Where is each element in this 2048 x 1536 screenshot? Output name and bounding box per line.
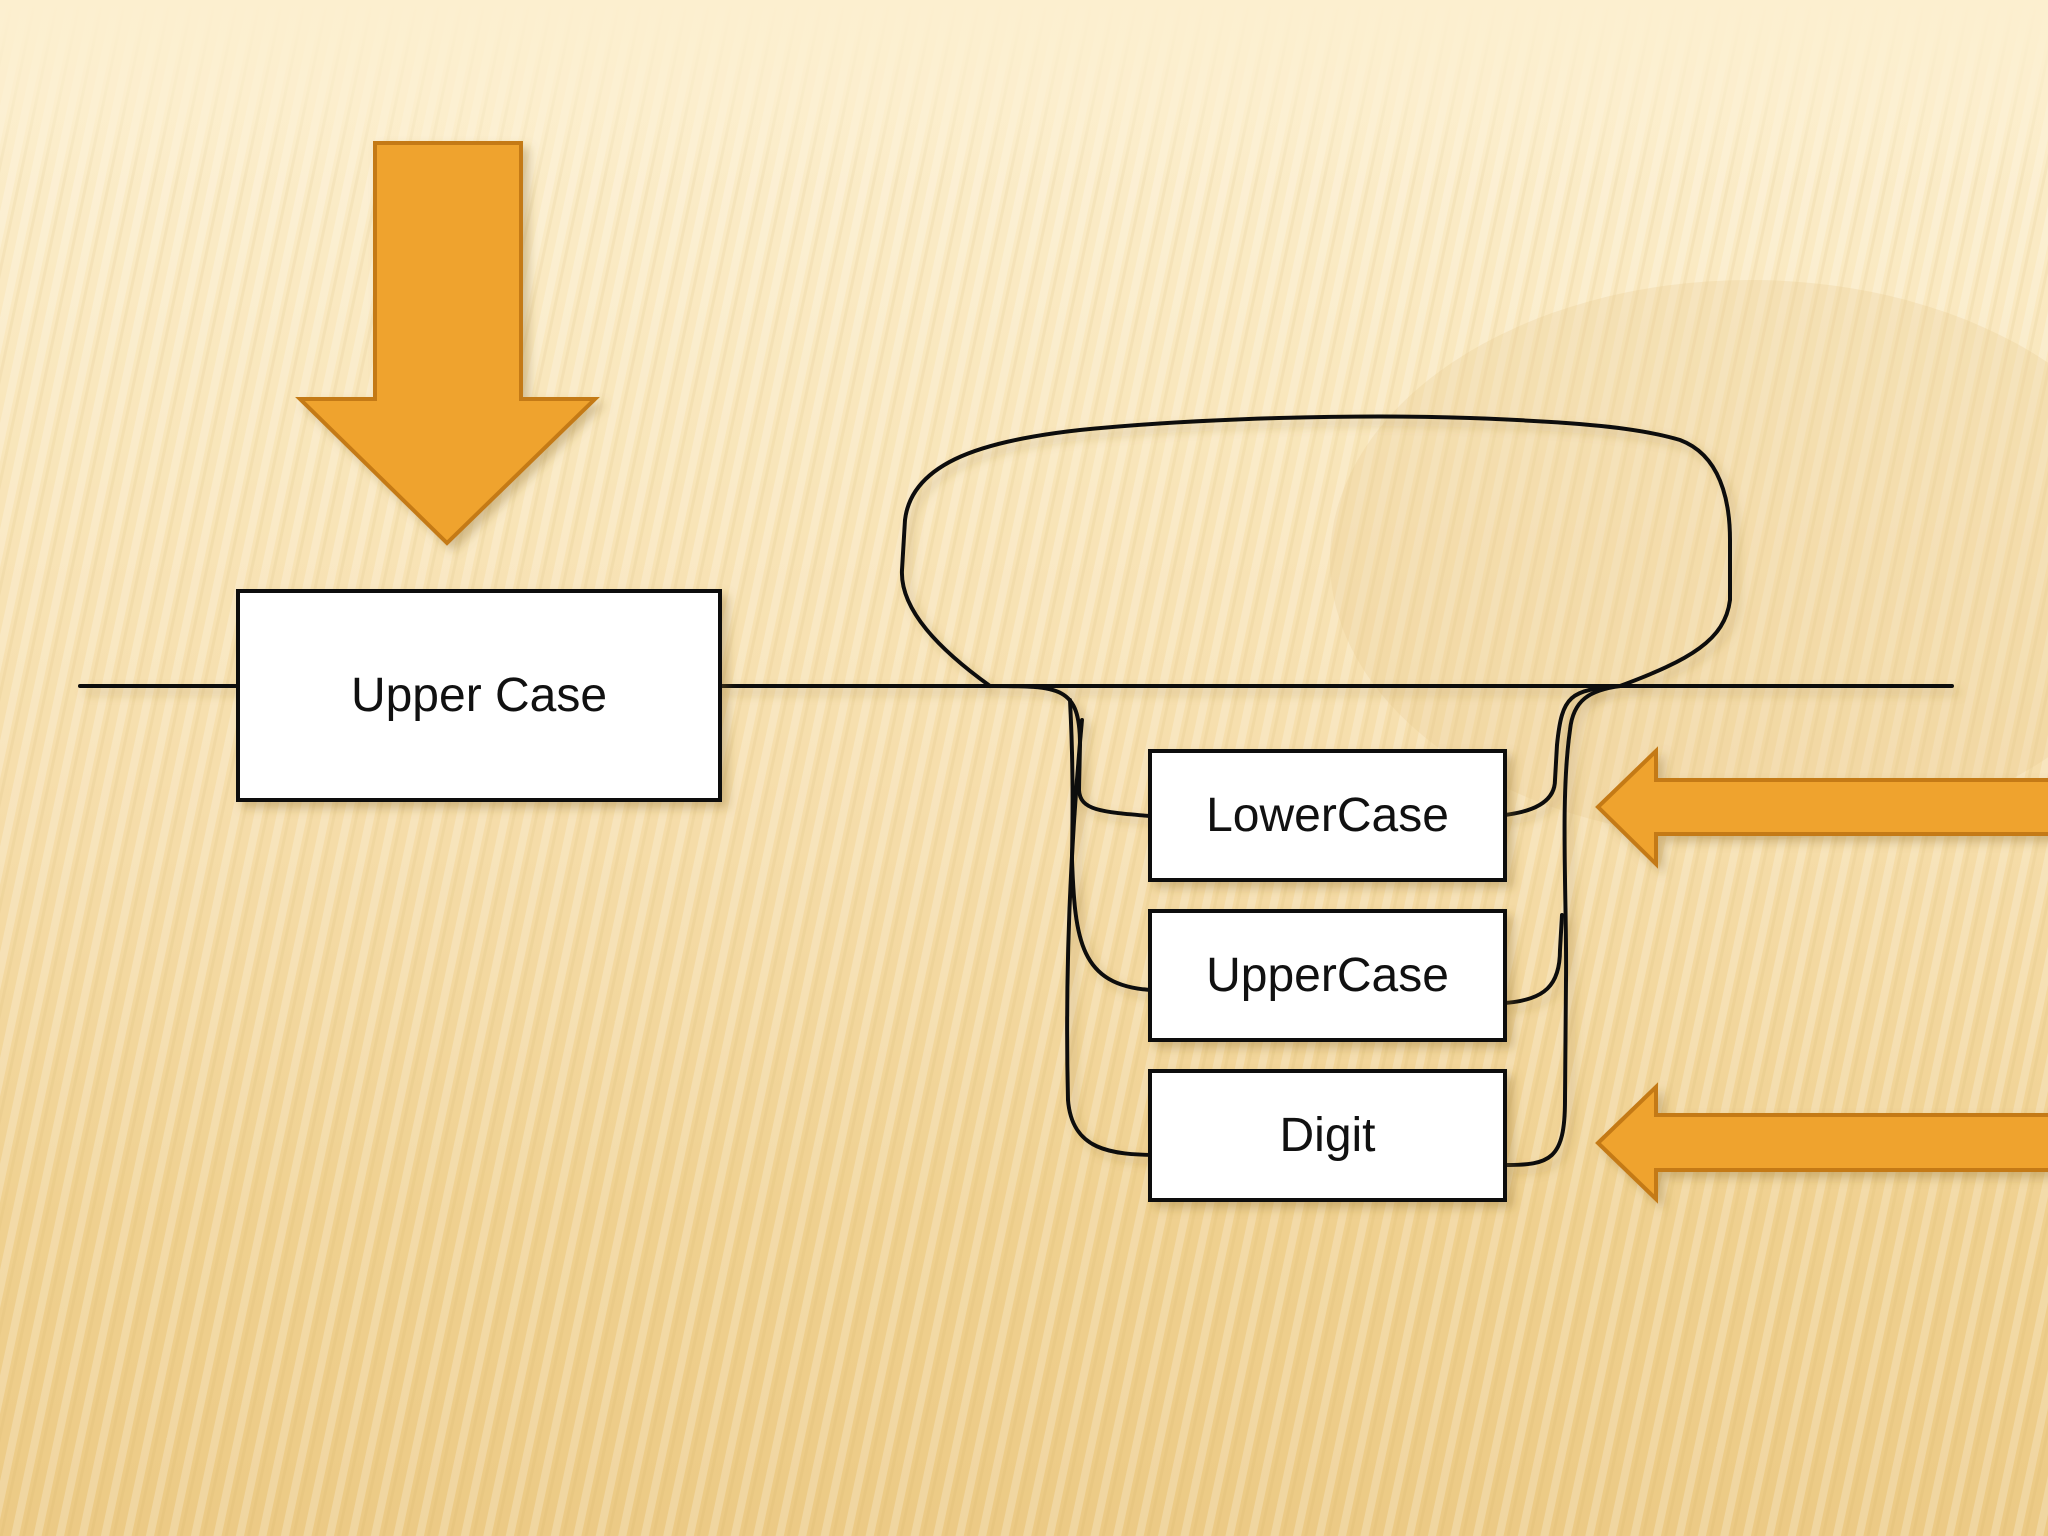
digit-box (1148, 1069, 1507, 1202)
upper-case-box (236, 589, 722, 802)
left-arrow-icon (1595, 746, 2048, 869)
upper-case-label: Upper Case (350, 669, 608, 722)
uppercase-label: UpperCase (1206, 949, 1449, 1002)
lowercase-label: LowerCase (1206, 789, 1449, 842)
branch-out-digit (1503, 684, 1622, 1167)
left-arrow-icon (1595, 1082, 2048, 1204)
uppercase-box (1148, 909, 1507, 1042)
lowercase-box (1148, 749, 1507, 882)
branch-out-lowercase (1503, 684, 1622, 817)
repeat-loop-line (899, 414, 1732, 688)
digit-label: Digit (1279, 1109, 1376, 1162)
branch-in-digit (1065, 718, 1162, 1157)
branch-out-uppercase (1503, 913, 1564, 1005)
down-arrow-icon (295, 141, 600, 546)
